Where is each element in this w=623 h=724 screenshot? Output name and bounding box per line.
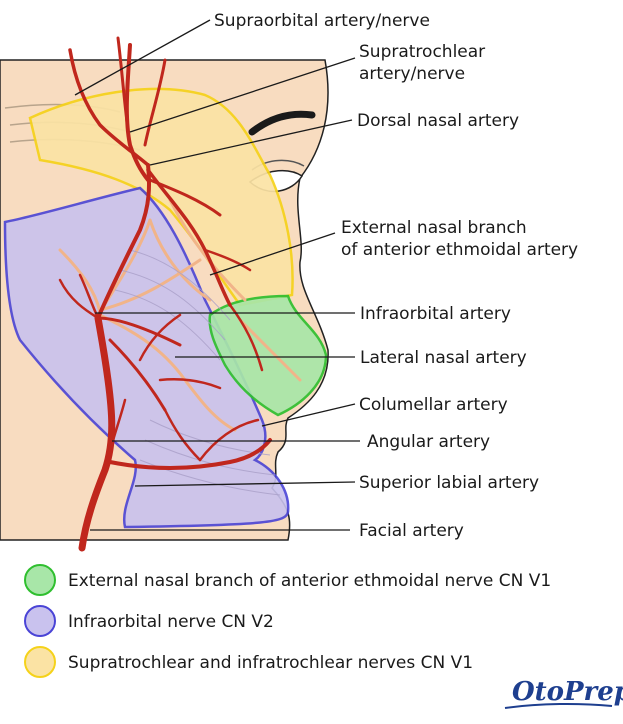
legend: External nasal branch of anterior ethmoi… (24, 564, 551, 678)
legend-swatch-green (24, 564, 56, 596)
label-lateral-nasal: Lateral nasal artery (360, 348, 527, 368)
legend-swatch-purple (24, 605, 56, 637)
facial-artery-vessel (78, 314, 116, 552)
legend-item-supratrochlear: Supratrochlear and infratrochlear nerves… (68, 653, 473, 673)
superior-labial-vessel (108, 438, 272, 470)
ethmoidal-zone (208, 294, 328, 417)
label-ext-nasal-2: of anterior ethmoidal artery (341, 240, 578, 260)
otoprep-logo: OtoPrep (504, 677, 623, 709)
eyebrow (248, 110, 316, 136)
leader-lines (74, 19, 360, 531)
svg-text:OtoPrep: OtoPrep (512, 677, 623, 707)
label-angular: Angular artery (367, 432, 490, 452)
legend-item-ethmoidal: External nasal branch of anterior ethmoi… (68, 571, 551, 591)
label-columellar: Columellar artery (359, 395, 508, 415)
legend-item-infraorbital: Infraorbital nerve CN V2 (68, 612, 274, 632)
label-supraorbital: Supraorbital artery/nerve (214, 11, 430, 31)
label-infraorbital: Infraorbital artery (360, 304, 511, 324)
supratrochlear-zone (28, 87, 294, 307)
angular-artery-vessel (96, 163, 152, 320)
label-facial: Facial artery (359, 521, 464, 541)
legend-swatch-yellow (24, 646, 56, 678)
label-supratrochlear-2: artery/nerve (359, 64, 465, 84)
label-ext-nasal-1: External nasal branch (341, 218, 527, 238)
supraorbital-vessel (124, 43, 150, 182)
label-superior-labial: Superior labial artery (359, 473, 539, 493)
label-supratrochlear-1: Supratrochlear (359, 42, 485, 62)
label-dorsal-nasal: Dorsal nasal artery (357, 111, 519, 131)
arteries (58, 36, 272, 552)
